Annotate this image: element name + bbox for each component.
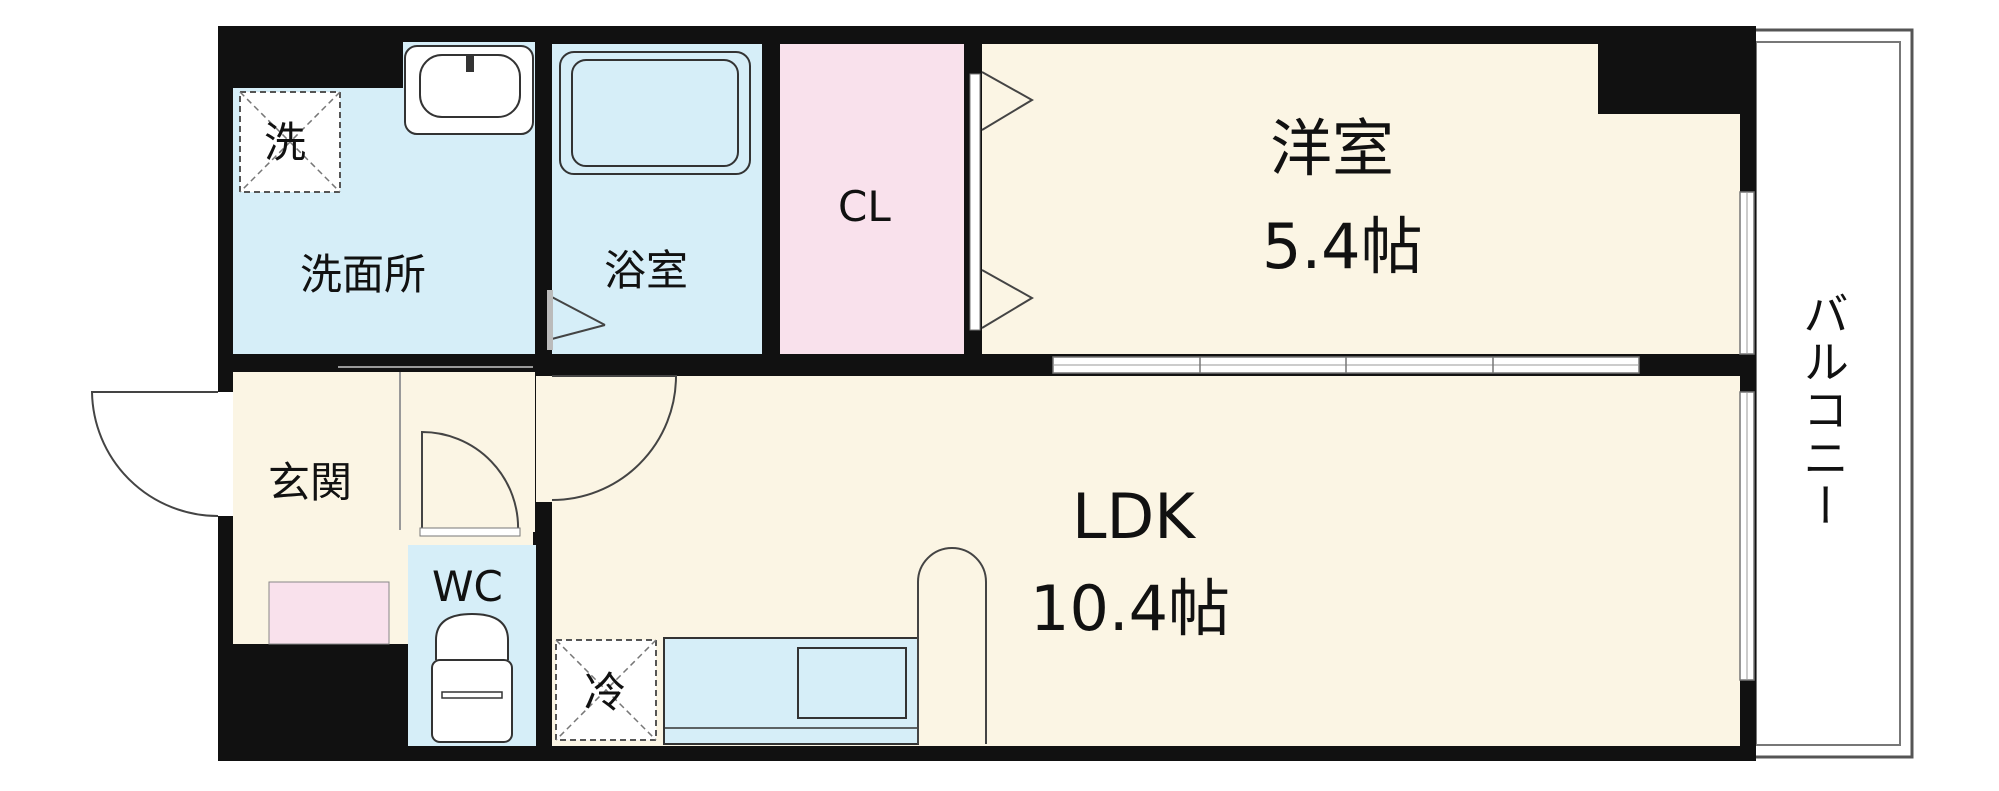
wc-door-frame [419, 527, 521, 537]
closet-door-lower [981, 269, 1034, 329]
washer-pan-diag2 [239, 91, 341, 193]
bathtub-inner [571, 59, 739, 167]
bedroom-size: 5.4帖 [1262, 210, 1423, 283]
wall-corner-nw [233, 42, 403, 88]
bedroom-name: 洋室 [1270, 112, 1395, 185]
shoe-cabinet [268, 581, 390, 645]
closet-door-upper [981, 71, 1034, 131]
wc-door-swing [421, 430, 520, 533]
fridge-space-diag2 [555, 639, 657, 741]
entrance-label: 玄関 [268, 458, 353, 507]
kitchen-sink [797, 647, 907, 719]
washroom-label: 洗面所 [300, 250, 427, 299]
toilet-tank [431, 659, 513, 743]
ldk-name: LDK [1072, 480, 1195, 553]
washbasin-counter [404, 45, 534, 135]
washbasin-bowl [419, 54, 521, 118]
bath-door [547, 294, 606, 326]
closet-door-track [969, 73, 981, 331]
ldk-door-swing [551, 375, 678, 501]
closet-label: CL [838, 182, 891, 231]
wall-block-sw [233, 645, 389, 746]
faucet-icon [466, 56, 474, 72]
entrance-door-opening [218, 392, 233, 516]
ldk-door-opening [536, 376, 552, 502]
bath-label: 浴室 [604, 246, 689, 295]
toilet-seat-line [441, 691, 503, 699]
washer-label: 洗 [264, 118, 307, 167]
entrance-door-swing [90, 391, 219, 517]
kitchen-column [917, 547, 987, 744]
fridge-label: 冷 [584, 668, 627, 717]
toilet-bowl [435, 612, 509, 660]
balcony-label: バルコニー [1796, 290, 1850, 530]
ldk-size: 10.4帖 [1030, 572, 1231, 645]
bathtub [559, 51, 751, 175]
balcony [1738, 28, 1914, 759]
closet-floor [780, 44, 964, 354]
bath-door-b [547, 324, 606, 341]
kitchen-counter [663, 637, 919, 745]
toilet-label: WC [432, 562, 503, 611]
bedroom-floor [982, 44, 1740, 354]
